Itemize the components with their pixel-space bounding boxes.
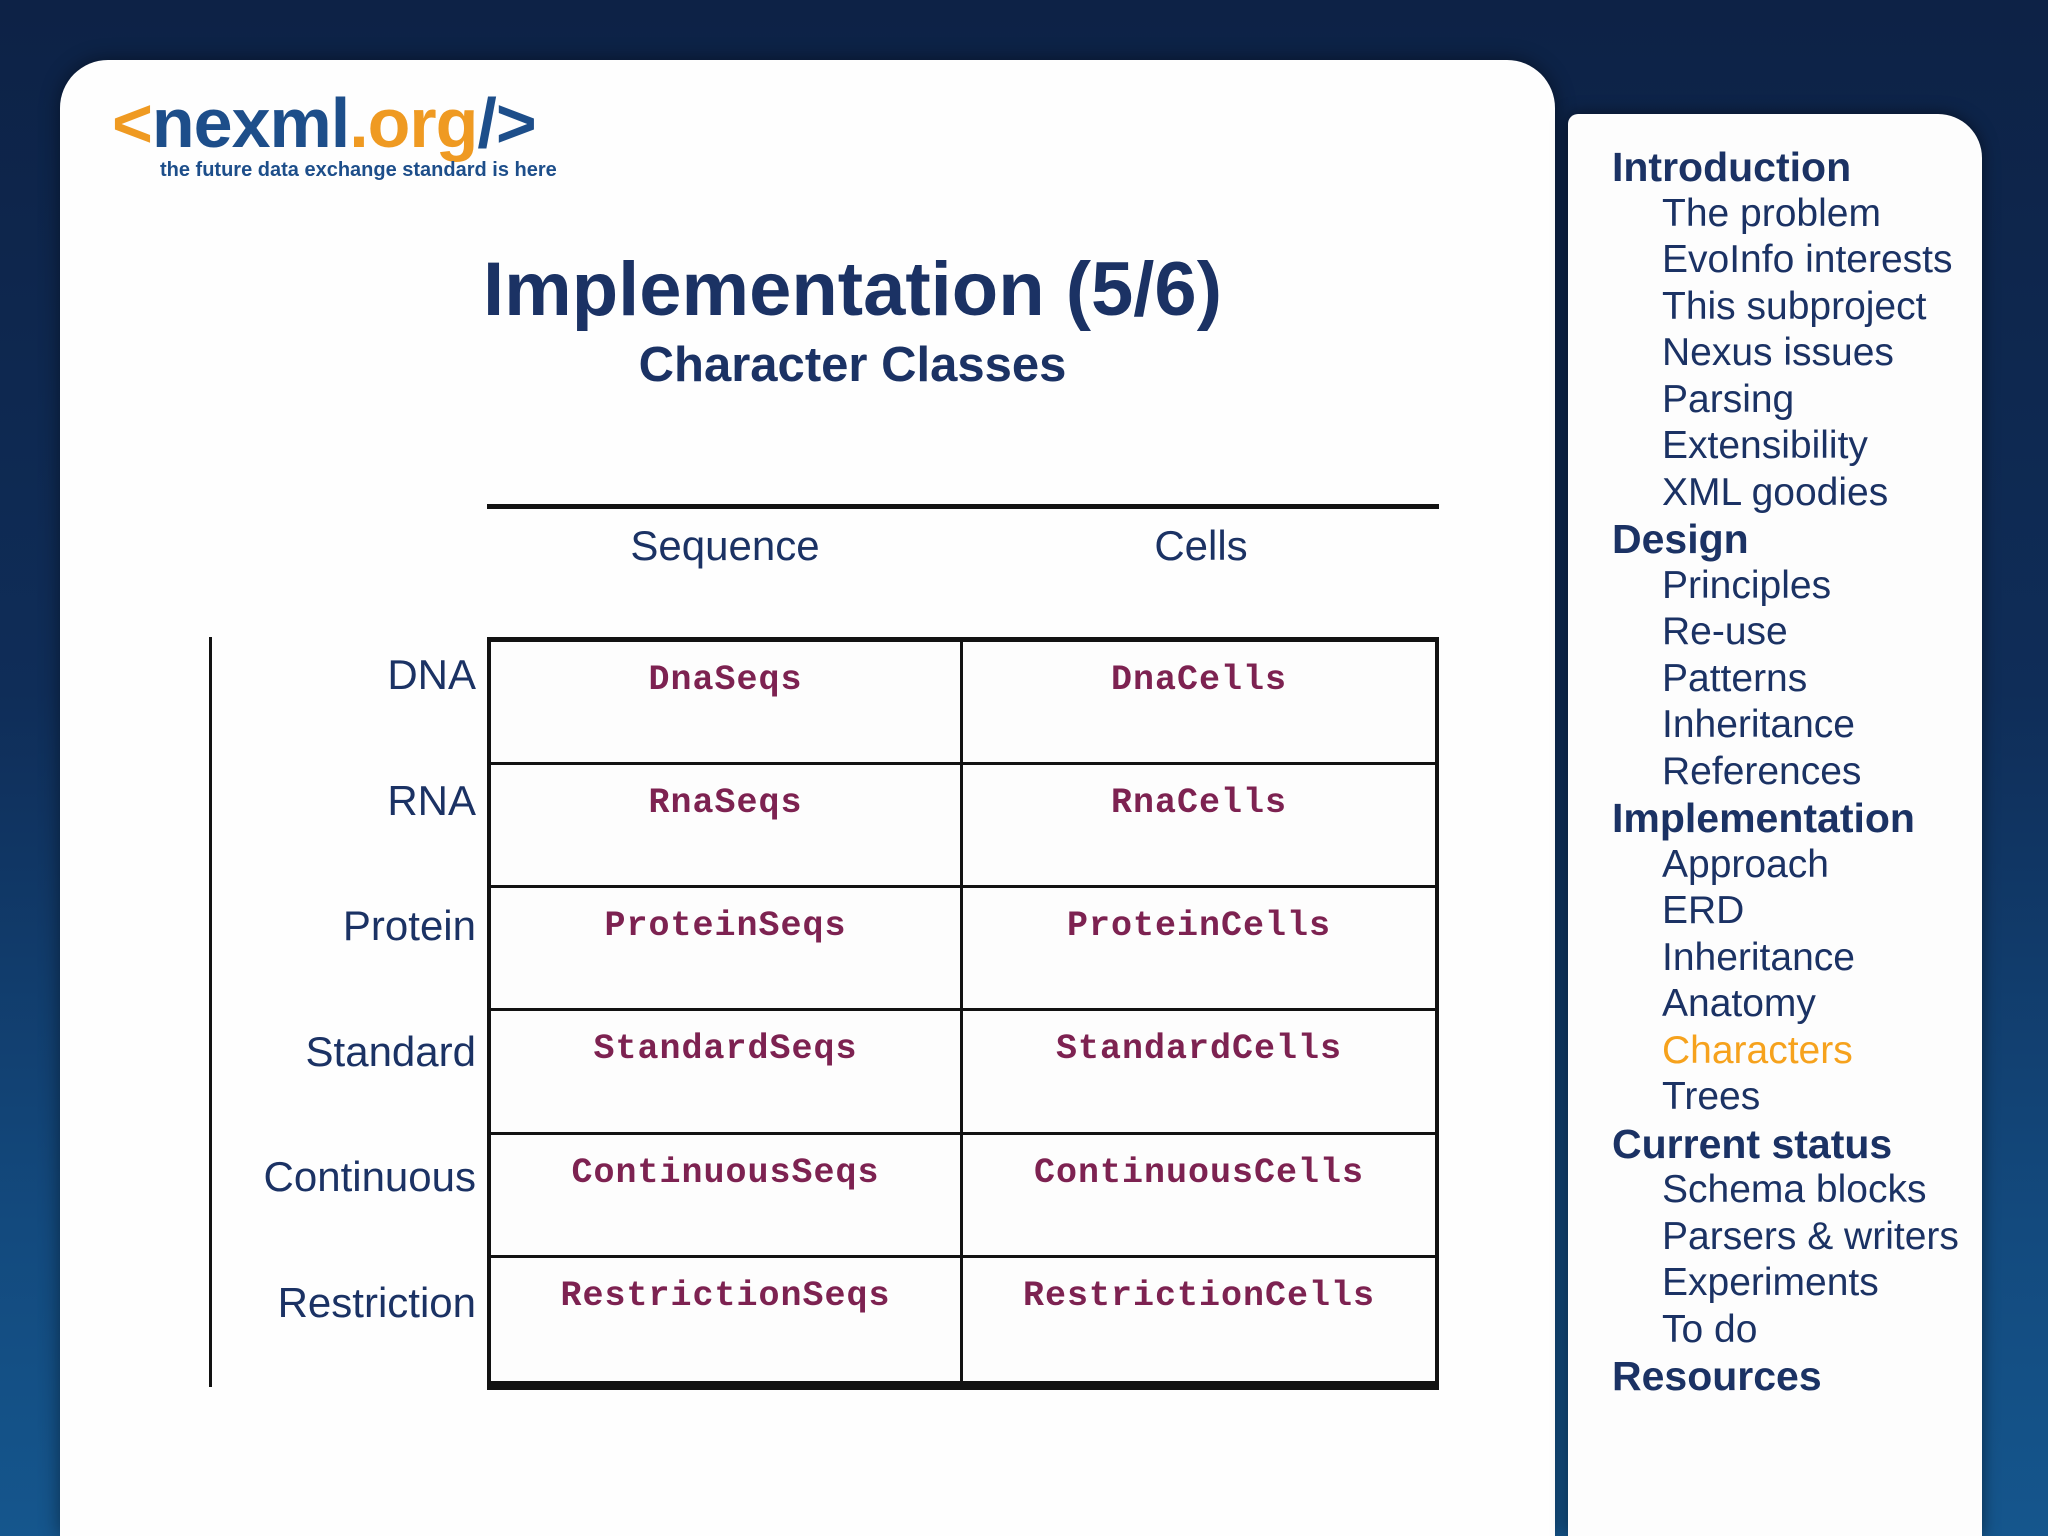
sidebar-item-the-problem[interactable]: The problem [1662,191,1881,235]
row-label-rule [209,637,212,1387]
matrix-cell-restriction-seqs: RestrictionSeqs [491,1257,963,1381]
sidebar-item-schema-blocks[interactable]: Schema blocks [1662,1168,1927,1211]
sidebar-section-introduction[interactable]: Introduction [1612,144,1852,190]
matrix-cell-continuous-cells: ContinuousCells [963,1135,1435,1258]
character-class-matrix: DnaSeqs DnaCells RnaSeqs RnaCells Protei… [487,637,1439,1390]
sidebar-item-xml-goodies[interactable]: XML goodies [1662,470,1889,514]
matrix-cell-dna-seqs: DnaSeqs [491,642,963,766]
sidebar-item-this-subproject[interactable]: This subproject [1662,284,1927,328]
sidebar-item-patterns[interactable]: Patterns [1662,656,1808,700]
sidebar-item-re-use[interactable]: Re-use [1662,610,1788,653]
page-title: Implementation (5/6) [483,247,1222,332]
logo-name: nexml [151,84,350,162]
row-label-protein: Protein [342,902,476,949]
matrix-header-rule [487,504,1439,509]
sidebar-item-evoinfo-interests[interactable]: EvoInfo interests [1662,238,1953,281]
title-block: Implementation (5/6) Character Classes [60,250,1555,391]
sidebar-section-implementation[interactable]: Implementation [1612,795,1915,841]
sidebar-item-parsers-writers[interactable]: Parsers & writers [1662,1214,1959,1258]
matrix-cell-protein-cells: ProteinCells [963,888,1435,1012]
matrix-cell-rna-seqs: RnaSeqs [491,765,963,889]
sidebar-section-resources[interactable]: Resources [1612,1353,1822,1399]
row-label-dna: DNA [387,651,476,698]
matrix-cell-rna-cells: RnaCells [963,765,1435,889]
row-label-continuous: Continuous [263,1153,476,1200]
sidebar-section-design[interactable]: Design [1612,516,1749,562]
sidebar-item-inheritance-design[interactable]: Inheritance [1662,703,1855,746]
slide-card: <nexml.org/> the future data exchange st… [60,60,1555,1536]
sidebar-item-principles[interactable]: Principles [1662,563,1832,607]
sidebar-item-to-do[interactable]: To do [1662,1307,1758,1351]
matrix-cell-restriction-cells: RestrictionCells [1022,1275,1376,1316]
matrix-cell-protein-seqs: ProteinSeqs [491,888,963,1012]
matrix-cell-standard-seqs: StandardSeqs [491,1011,963,1135]
logo-dot-org: .org [349,84,478,162]
nexml-logo: <nexml.org/> the future data exchange st… [112,88,557,180]
sidebar-item-characters-active[interactable]: Characters [1662,1028,1853,1072]
sidebar-item-nexus-issues[interactable]: Nexus issues [1662,331,1894,374]
sidebar-item-extensibility[interactable]: Extensibility [1662,424,1868,467]
sidebar-section-current-status[interactable]: Current status [1612,1120,1893,1167]
sidebar-item-experiments[interactable]: Experiments [1662,1261,1879,1304]
column-header-cells: Cells [1154,522,1248,569]
sidebar-item-trees[interactable]: Trees [1662,1075,1761,1118]
matrix-cell-continuous-seqs: ContinuousSeqs [491,1134,963,1258]
sidebar-item-approach[interactable]: Approach [1662,842,1829,886]
matrix-cell-standard-cells: StandardCells [963,1011,1435,1135]
row-label-restriction: Restriction [277,1278,476,1326]
nexml-logo-wordmark: <nexml.org/> [112,88,557,158]
sidebar-item-inheritance-impl[interactable]: Inheritance [1662,935,1855,979]
logo-tagline: the future data exchange standard is her… [160,159,557,181]
sidebar-nav-panel: Introduction The problem EvoInfo interes… [1568,114,1982,1536]
sidebar-item-erd[interactable]: ERD [1662,889,1745,932]
sidebar-item-references[interactable]: References [1662,749,1862,793]
matrix-cell-dna-cells: DnaCells [963,642,1435,766]
logo-close-bracket: /> [477,84,536,162]
column-header-sequence: Sequence [630,522,820,569]
row-label-column: DNA RNA Protein Standard Continuous Rest… [212,637,482,1390]
sidebar-nav-list: Introduction The problem EvoInfo interes… [1568,144,1982,1400]
sidebar-item-parsing[interactable]: Parsing [1662,377,1795,421]
logo-open-bracket: < [112,84,153,162]
row-label-standard: Standard [305,1027,476,1075]
row-label-rna: RNA [387,776,476,824]
sidebar-item-anatomy[interactable]: Anatomy [1662,982,1816,1025]
page-subtitle: Character Classes [638,337,1067,392]
